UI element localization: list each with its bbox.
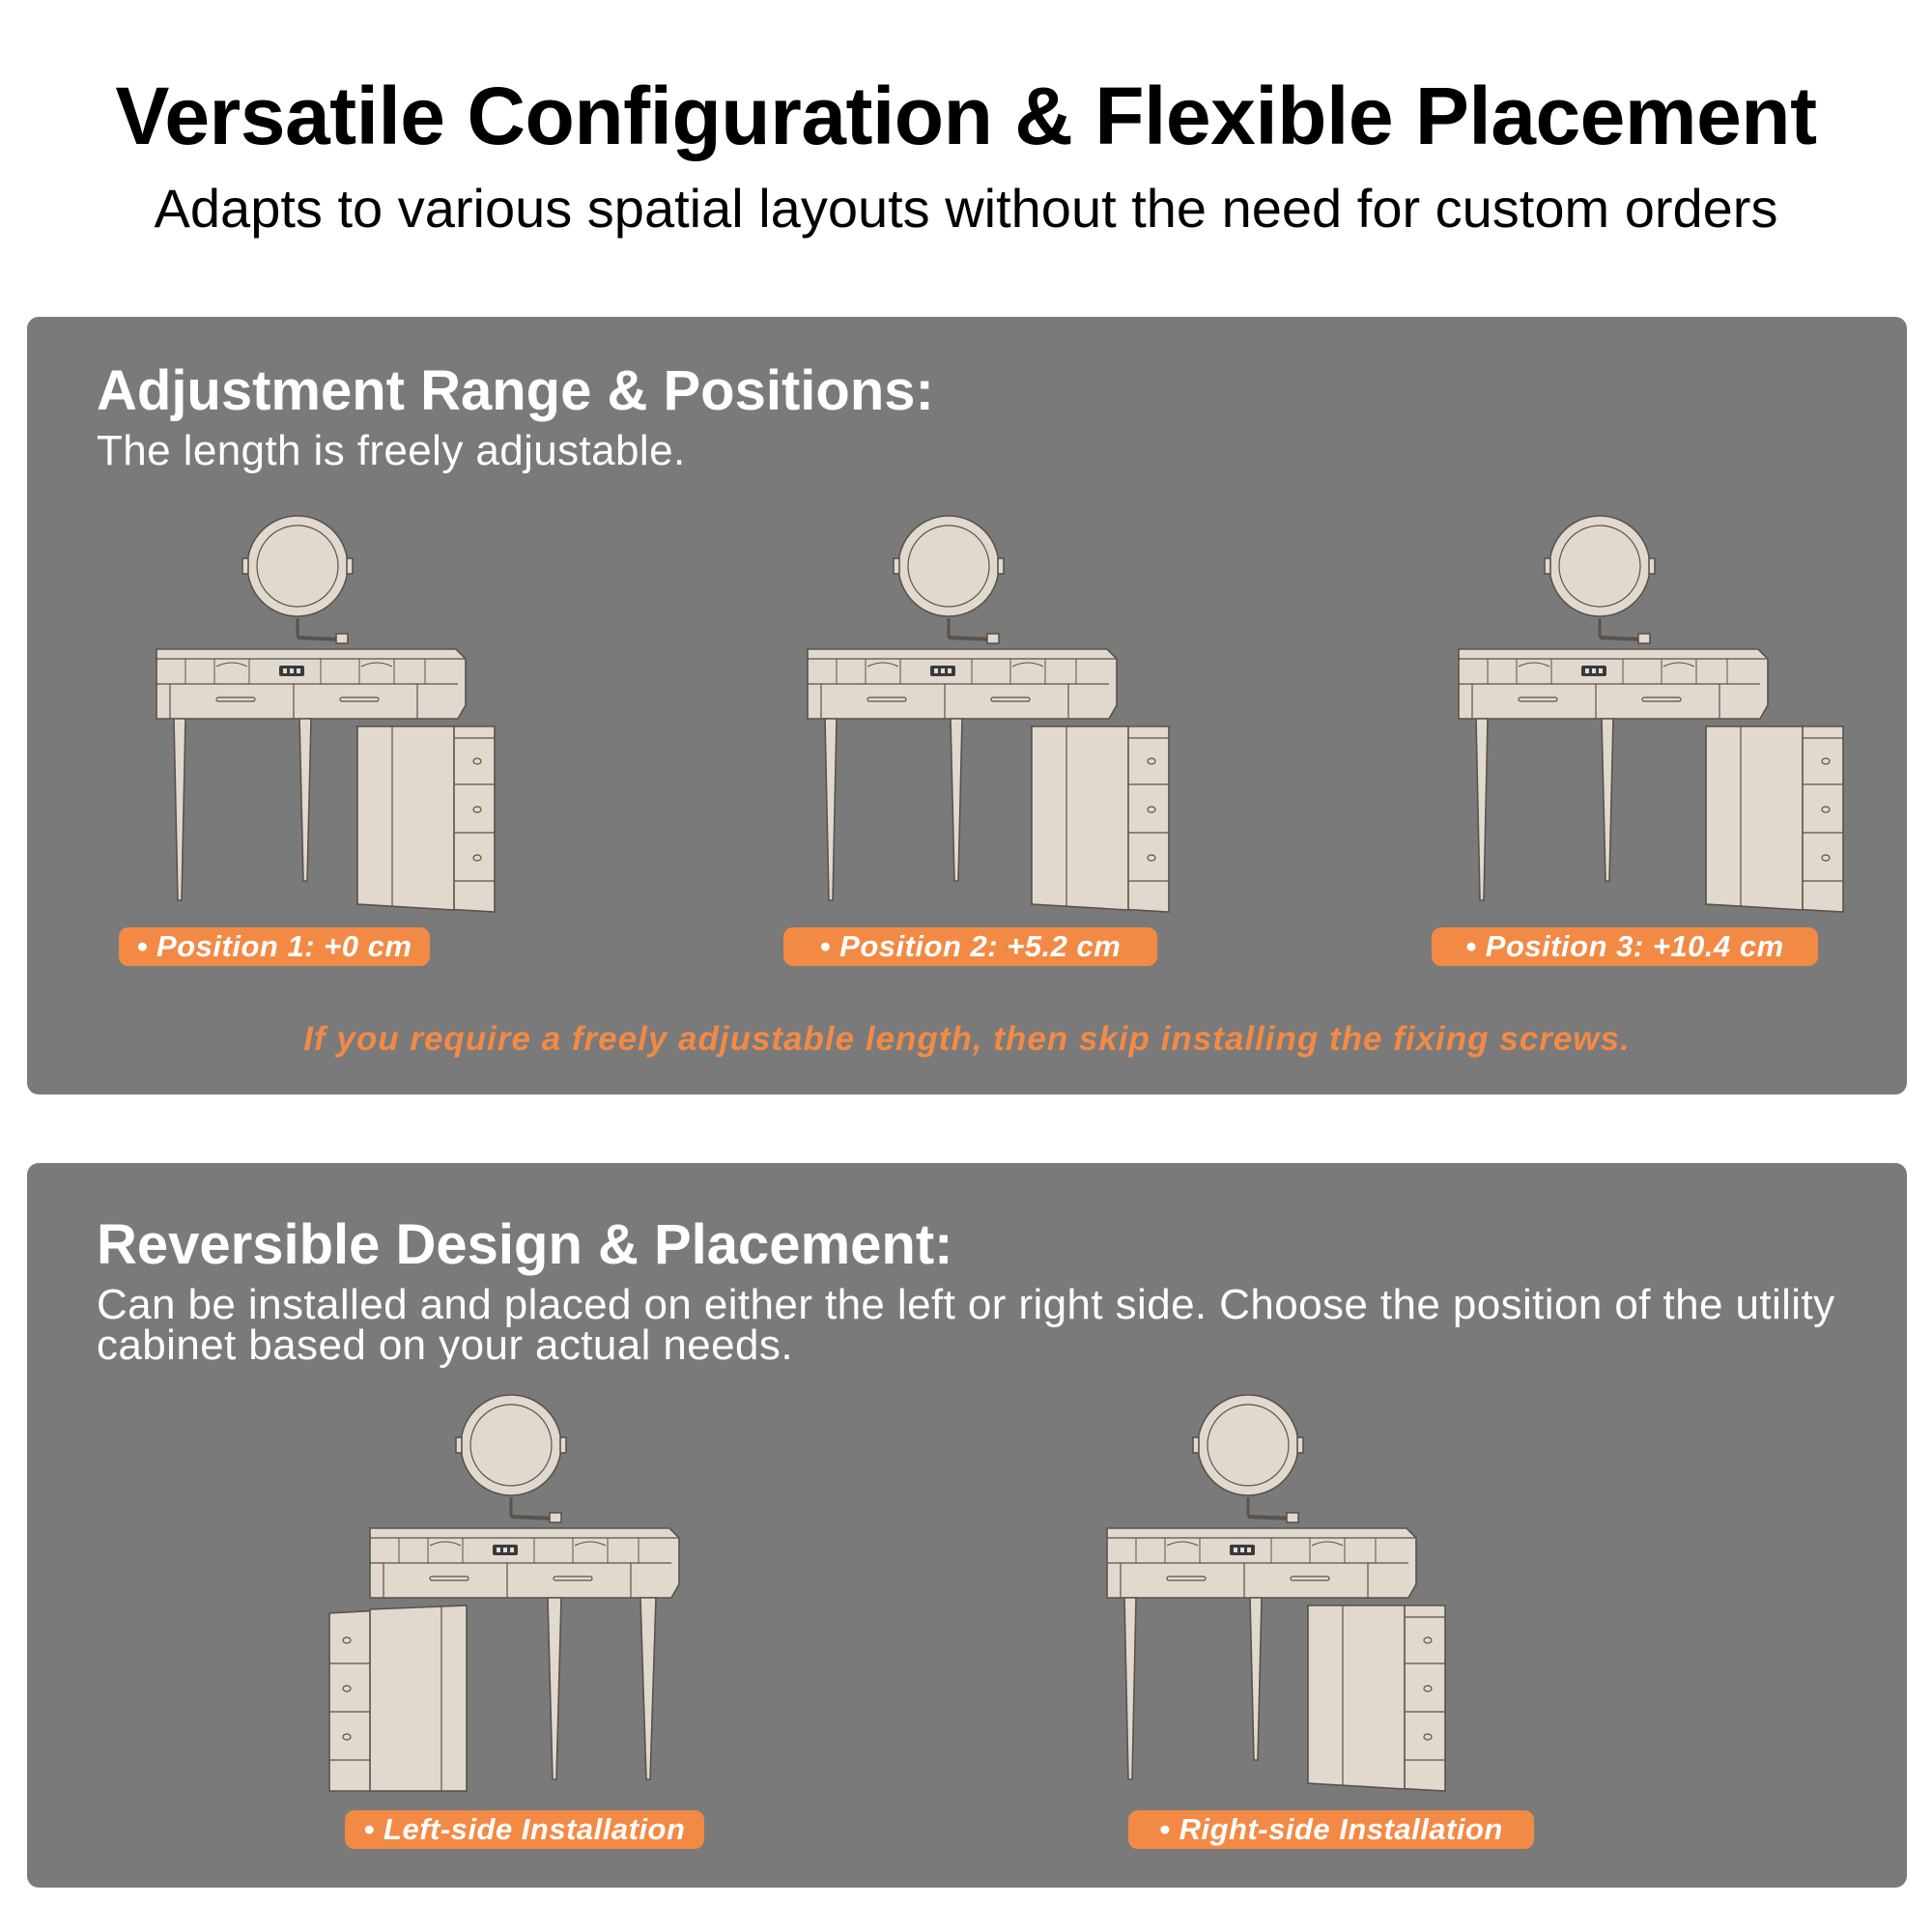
page-title: Versatile Configuration & Flexible Place… [115, 71, 1817, 161]
vanity-illustration-position-1 [108, 495, 572, 920]
reversible-description: Can be installed and placed on either th… [97, 1281, 1835, 1369]
corner-vanity-desk-icon [1458, 515, 1844, 913]
adjustment-description: The length is freely adjustable. [97, 427, 686, 474]
position-3-label: • Position 3: +10.4 cm [1432, 927, 1818, 966]
right-side-installation-label: • Right-side Installation [1128, 1810, 1534, 1849]
adjustment-panel: Adjustment Range & Positions: The length… [27, 317, 1907, 1094]
corner-vanity-desk-icon [156, 515, 496, 913]
reversible-title: Reversible Design & Placement: [97, 1213, 953, 1276]
position-2-label: • Position 2: +5.2 cm [783, 927, 1157, 966]
vanity-illustration-left-side [322, 1374, 785, 1799]
corner-vanity-desk-icon [807, 515, 1170, 913]
left-side-installation-label: • Left-side Installation [345, 1810, 704, 1849]
vanity-illustration-position-3 [1410, 495, 1874, 920]
vanity-illustration-position-2 [759, 495, 1223, 920]
corner-vanity-desk-icon [328, 1394, 680, 1792]
position-1-label: • Position 1: +0 cm [119, 927, 430, 966]
fixing-screws-note: If you require a freely adjustable lengt… [303, 1020, 1631, 1058]
vanity-illustration-right-side [1059, 1374, 1522, 1799]
adjustment-title: Adjustment Range & Positions: [97, 359, 934, 422]
page-subtitle: Adapts to various spatial layouts withou… [154, 178, 1778, 239]
reversible-panel: Reversible Design & Placement: Can be in… [27, 1163, 1907, 1888]
corner-vanity-desk-icon [1106, 1394, 1446, 1792]
